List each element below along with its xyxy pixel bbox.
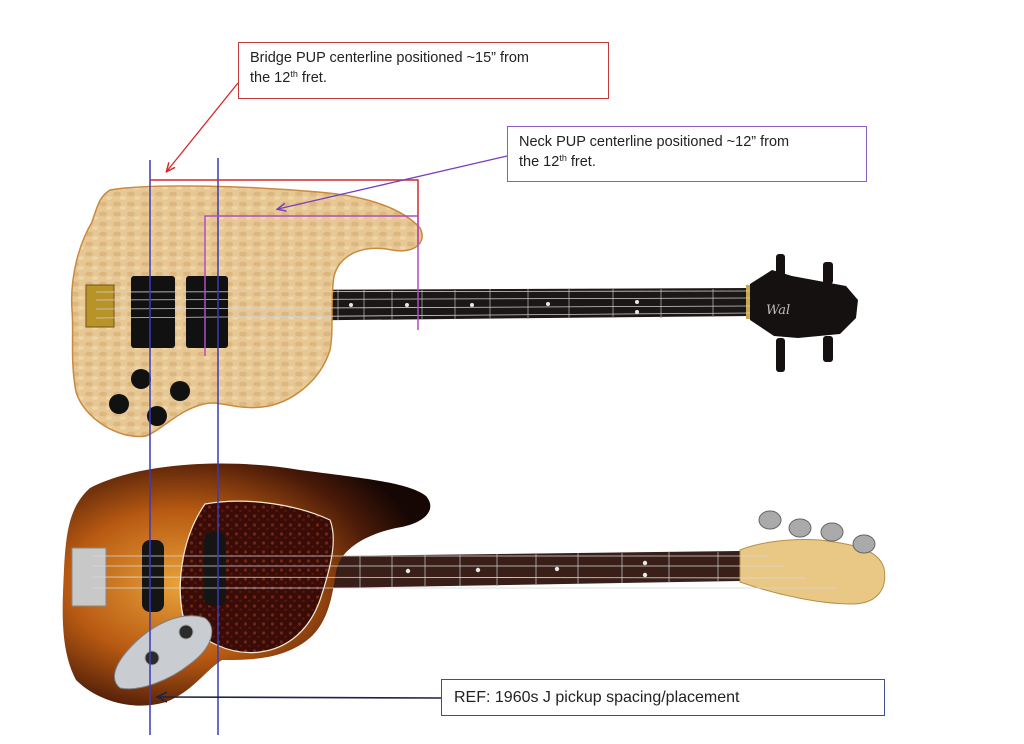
bridge-callout-line2: the 12th fret. [250, 69, 327, 87]
wal-bridge [85, 284, 115, 328]
wal-bass: Wal [70, 185, 858, 438]
bridge-callout-line2-suffix: fret. [297, 70, 327, 86]
wal-neck [250, 288, 752, 321]
neck-callout-arrow [278, 155, 508, 209]
jazz-bridge-pickup [142, 540, 164, 612]
ref-callout-arrow [158, 697, 442, 698]
jazz-knobs [144, 624, 194, 666]
jazz-fret-markers [405, 560, 648, 578]
neck-callout-superscript: th [559, 153, 567, 163]
bridge-callout-line1: Bridge PUP centerline positioned ~15” fr… [250, 50, 530, 66]
wal-neck-pickup [186, 276, 228, 348]
jazz-bass [62, 463, 886, 706]
neck-callout-line2-text: the 12 [519, 154, 560, 170]
neck-callout-line2: the 12th fret. [519, 153, 596, 171]
wal-fret-markers [349, 300, 639, 314]
bridge-callout-line2-text: the 12 [250, 70, 291, 86]
neck-measure-bracket [204, 215, 419, 356]
jazz-neck-pickup [204, 532, 226, 606]
neck-pickup-callout: Neck PUP centerline positioned ~12” from… [507, 126, 867, 182]
bridge-callout-arrow [167, 82, 239, 171]
wal-body [70, 185, 423, 438]
jazz-tuners [758, 510, 876, 554]
neck-callout-line1: Neck PUP centerline positioned ~12” from [519, 134, 790, 150]
bridge-pickup-callout: Bridge PUP centerline positioned ~15” fr… [238, 42, 609, 99]
wal-nut [746, 285, 750, 319]
centerlines [149, 158, 219, 735]
neck-callout-line2-suffix: fret. [566, 154, 596, 170]
wal-bridge-pickup [131, 276, 175, 348]
bridge-callout-superscript: th [290, 69, 298, 79]
reference-callout-text: REF: 1960s J pickup spacing/placement [454, 689, 740, 706]
jazz-strings [91, 555, 836, 589]
wal-tuners [776, 254, 833, 372]
wal-logo: Wal [766, 303, 790, 318]
jazz-neck [330, 551, 740, 588]
wal-knobs [109, 369, 190, 426]
wal-headstock [750, 270, 858, 338]
jazz-frets [359, 552, 719, 588]
reference-callout: REF: 1960s J pickup spacing/placement [441, 679, 885, 716]
